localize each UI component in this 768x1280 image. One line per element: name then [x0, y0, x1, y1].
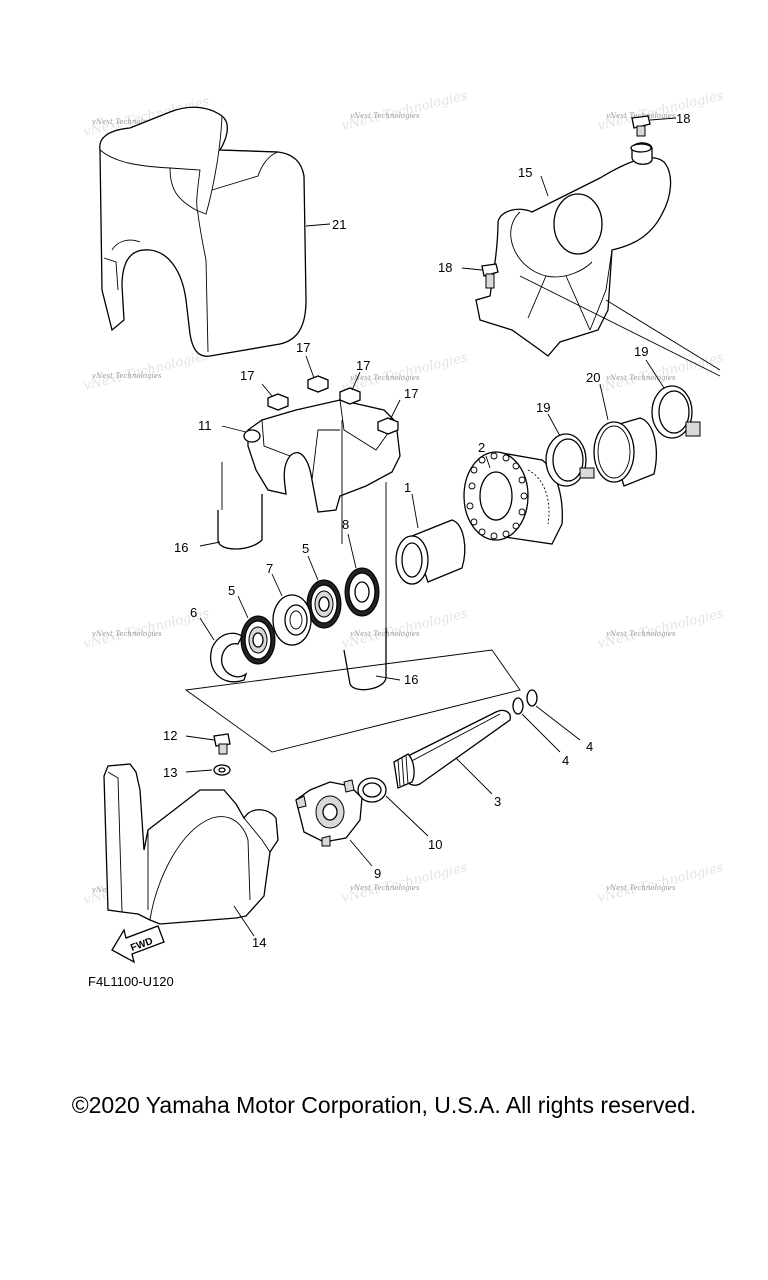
part-11-housing	[221, 399, 401, 513]
svg-text:vNext Technologies: vNext Technologies	[350, 374, 420, 382]
watermark: vNext Technologies vNext Technologies	[596, 88, 725, 134]
label-4: 4	[586, 739, 593, 754]
label-3: 3	[494, 794, 501, 809]
watermark: vNext Technologies vNext Technologies	[340, 860, 469, 906]
part-5-bearing-left	[237, 595, 276, 665]
label-18: 18	[676, 111, 690, 126]
label-15: 15	[518, 165, 532, 180]
copyright-notice: ©2020 Yamaha Motor Corporation, U.S.A. A…	[71, 1092, 697, 1118]
label-12: 12	[163, 728, 177, 743]
label-17: 17	[404, 386, 418, 401]
watermark: vNext Technologies vNext Technologies	[340, 88, 469, 134]
part-17-nuts	[261, 355, 401, 435]
part-4-orings	[512, 689, 581, 753]
part-9-coupler	[295, 779, 373, 867]
nut	[339, 371, 361, 405]
nut	[305, 355, 329, 393]
label-8: 8	[342, 517, 349, 532]
svg-text:vNext Technologies: vNext Technologies	[606, 112, 676, 120]
part-16-ubolt-lower	[343, 482, 401, 691]
svg-text:vNext Technologies: vNext Technologies	[350, 630, 420, 638]
part-6-circlip	[199, 617, 248, 683]
nut	[377, 399, 401, 435]
part-18-bolt-lower	[461, 263, 499, 289]
label-18: 18	[438, 260, 452, 275]
svg-text:vNext Technologies: vNext Technologies	[92, 372, 162, 380]
svg-text:vNext Technologies: vNext Technologies	[92, 630, 162, 638]
part-2-sleeve	[463, 451, 563, 545]
label-7: 7	[266, 561, 273, 576]
label-11: 11	[198, 418, 212, 433]
svg-text:vNext Technologies: vNext Technologies	[606, 884, 676, 892]
label-20: 20	[586, 370, 600, 385]
part-12-bolt	[185, 733, 231, 755]
part-8-bearing	[344, 533, 380, 617]
label-21: 21	[332, 217, 346, 232]
svg-text:vNext Technologies: vNext Technologies	[350, 112, 420, 120]
label-14: 14	[252, 935, 266, 950]
label-9: 9	[374, 866, 381, 881]
watermark: vNext Technologies vNext Technologies	[596, 350, 725, 396]
label-16: 16	[404, 672, 418, 687]
part-3-shaft	[393, 709, 511, 795]
part-14-lower-cover	[103, 763, 279, 937]
label-19: 19	[634, 344, 648, 359]
diagram-code: F4L1100-U120	[88, 974, 174, 989]
label-1: 1	[404, 480, 411, 495]
watermark: vNext Technologies vNext Technologies	[596, 606, 725, 652]
svg-text:vNext Technologies: vNext Technologies	[92, 118, 162, 126]
watermark: vNext Technologies vNext Technologies	[596, 860, 725, 906]
label-5: 5	[302, 541, 309, 556]
part-19-clamp-right	[645, 359, 701, 439]
nut	[261, 383, 289, 411]
assembly-outline	[184, 275, 721, 753]
label-19: 19	[536, 400, 550, 415]
svg-text:vNext Technologies: vNext Technologies	[606, 374, 676, 382]
exploded-parts-diagram: vNext Technologies vNext Technologies vN…	[82, 88, 725, 964]
label-4: 4	[562, 753, 569, 768]
part-1-collar	[395, 493, 466, 585]
part-labels: 1 2 3 4 4 5 5 6 7 8 9 10 11 12 13 14 15 …	[163, 111, 690, 950]
label-6: 6	[190, 605, 197, 620]
label-13: 13	[163, 765, 177, 780]
shaft-thread	[393, 753, 415, 789]
label-5: 5	[228, 583, 235, 598]
fwd-arrow-icon: FWD	[111, 925, 165, 964]
label-17: 17	[356, 358, 370, 373]
label-17: 17	[296, 340, 310, 355]
part-5-bearing-right	[306, 555, 342, 629]
part-18-bolt-upper	[631, 115, 677, 137]
sleeve-holes	[466, 452, 528, 540]
part-20-bush	[593, 383, 657, 487]
label-16: 16	[174, 540, 188, 555]
part-7-spacer	[271, 573, 312, 646]
svg-text:vNext Technologies: vNext Technologies	[350, 884, 420, 892]
label-17: 17	[240, 368, 254, 383]
part-10-washer	[357, 777, 429, 837]
part-16-ubolt-upper	[199, 494, 263, 550]
part-19-clamp-left	[545, 413, 595, 487]
part-13-washer	[185, 764, 231, 776]
part-15-bracket	[475, 142, 721, 371]
label-2: 2	[478, 440, 485, 455]
part-21-cover	[99, 106, 331, 357]
watermark: vNext Technologies vNext Technologies	[82, 348, 211, 394]
label-10: 10	[428, 837, 442, 852]
svg-text:vNext Technologies: vNext Technologies	[606, 630, 676, 638]
